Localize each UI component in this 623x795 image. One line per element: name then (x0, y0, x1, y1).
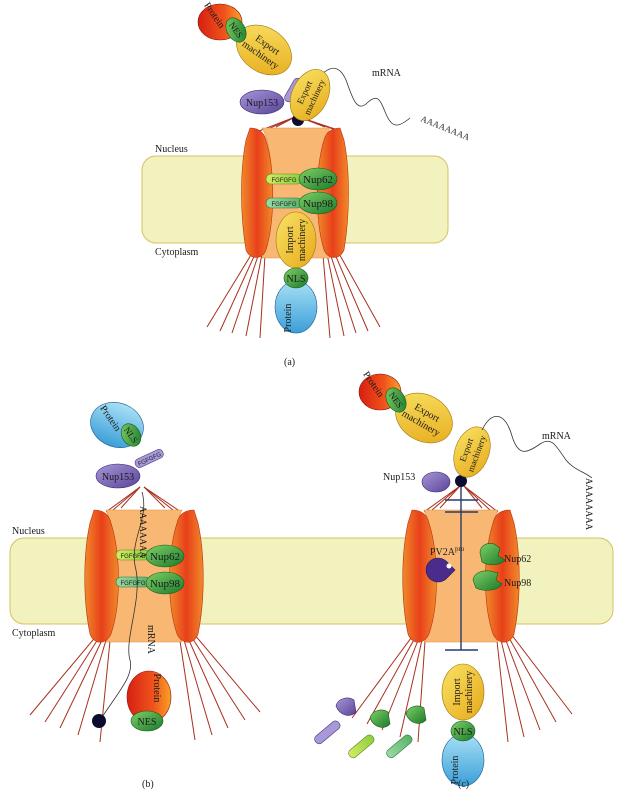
nuclear-basket-b (105, 486, 182, 513)
fg-nup62-a: FGFGFG Nup62 (265, 167, 338, 191)
fg-fragment-green1 (348, 734, 375, 759)
cytoplasm-label-b: Cytoplasm (12, 628, 56, 639)
blocked-transport (445, 485, 478, 651)
mrna-strand-b (99, 491, 145, 721)
mrna-strand-a (319, 67, 411, 126)
pore-wall-right-b (169, 509, 204, 643)
nup62-label-a: Nup62 (303, 174, 333, 186)
panel-c: Nup62 Nup98 PV2Apro Nup153 Export machin… (314, 370, 594, 790)
import-label-2-a: machinery (297, 219, 308, 261)
mrna-strand-c (481, 416, 593, 479)
cytoplasmic-filaments-a (206, 249, 381, 339)
protein-label-c2: Protein (450, 756, 461, 785)
nup98-cleaved-c (472, 570, 503, 591)
nes-c (385, 387, 407, 413)
import-machinery-text-a: Import machinery (285, 219, 308, 261)
nuclear-basket-c (423, 485, 499, 513)
protein-label-a: Protein (283, 304, 294, 333)
fg-stalk-b (134, 449, 164, 468)
pore-wall-left-c (402, 509, 437, 643)
released-fragment-green2 (386, 705, 427, 759)
nup153-b (95, 463, 141, 489)
import-label-2-c: machinery (464, 671, 475, 713)
pv2a-label: PV2Apro (430, 545, 465, 558)
nup153-label-a: Nup153 (246, 98, 278, 109)
polya-a: AAAAAAAA (419, 114, 471, 143)
pv2a-eye (446, 563, 452, 569)
nup98-a (298, 191, 338, 215)
fg-label-b1: FGFGFG (121, 554, 146, 560)
import-label-1-a: Import (285, 226, 296, 253)
cytoplasm-label-a: Cytoplasm (155, 247, 199, 258)
nup98-label-c: Nup98 (504, 578, 531, 589)
import-machinery-c (441, 663, 485, 721)
released-fragment-purple (314, 697, 357, 745)
nls-c (450, 720, 476, 742)
nes-b (130, 710, 164, 732)
export-machinery-small-a (289, 69, 331, 121)
pore-wall-right-a (317, 127, 349, 258)
protein-blue-a (274, 280, 318, 334)
nup153-a (239, 89, 285, 115)
mrna-label-a: mRNA (372, 68, 402, 79)
nup62-b (145, 544, 185, 568)
nup62-label-c: Nup62 (504, 554, 531, 565)
nls-a (283, 267, 309, 289)
nup153-label-b: Nup153 (102, 472, 134, 483)
pore-wall-left-b (84, 509, 119, 643)
export-machinery-small-c (453, 426, 491, 478)
panel-label-b: (b) (142, 779, 154, 790)
protein-label-b: Protein (151, 674, 162, 703)
nup62-cleaved-c (479, 543, 506, 566)
nls-b (120, 423, 142, 447)
pv2a-label-sup: pro (455, 545, 465, 553)
mrna-cap-c (455, 475, 467, 487)
nucleus-label-a: Nucleus (155, 144, 188, 155)
nls-label-c: NLS (454, 727, 473, 738)
import-machinery-a (275, 211, 317, 269)
nup98-b (145, 571, 185, 595)
fg-nup98-a: FGFGFG Nup98 (265, 191, 338, 215)
nup62-label-b: Nup62 (150, 551, 180, 563)
polya-c: AAAAAAAA (584, 478, 594, 530)
nucleus-label-b: Nucleus (12, 526, 45, 537)
mrna-label-c: mRNA (542, 431, 572, 442)
fg-label-a1: FGFGFG (272, 178, 297, 184)
cytoplasmic-filaments-c (351, 633, 573, 743)
nup153-label-c: Nup153 (383, 472, 415, 483)
import-machinery-text-c: Import machinery (452, 671, 475, 713)
released-fragment-green1 (348, 709, 391, 759)
nup-fragment-purple (335, 697, 357, 716)
nes-a (225, 17, 247, 43)
pv2a-label-main: PV2A (430, 547, 456, 558)
nup98-label-a: Nup98 (303, 198, 333, 210)
mrna-label-b: mRNA (145, 625, 156, 655)
nup153-c (421, 471, 451, 493)
nup-fragment-green2 (405, 705, 427, 724)
nes-label-b: NES (138, 717, 157, 728)
mrna-cap-b (92, 714, 106, 728)
nup62-a (298, 167, 338, 191)
polya-b: AAAAAAAA (138, 506, 148, 558)
pore-wall-left-a (241, 127, 273, 258)
panel-b: FGFGFG Nup62 FGFGFG Nup98 AAAAAAAA mRNA … (12, 402, 261, 790)
import-label-1-c: Import (452, 678, 463, 705)
nup98-label-b: Nup98 (150, 578, 180, 590)
fg-label-b2: FGFGFG (121, 581, 146, 587)
fg-fragment-purple (314, 720, 341, 745)
pore-wall-right-c (485, 509, 520, 643)
fg-label-a2: FGFGFG (272, 202, 297, 208)
fg-fragment-green2 (386, 734, 413, 759)
panel-label-a: (a) (284, 357, 295, 368)
nls-label-a: NLS (287, 274, 306, 285)
panel-a: FGFGFG Nup62 FGFGFG Nup98 Protein Import… (141, 1, 472, 368)
panel-label-c: (c) (458, 779, 469, 790)
cytoplasmic-filaments-b (29, 633, 261, 743)
nup-fragment-green1 (369, 709, 391, 728)
